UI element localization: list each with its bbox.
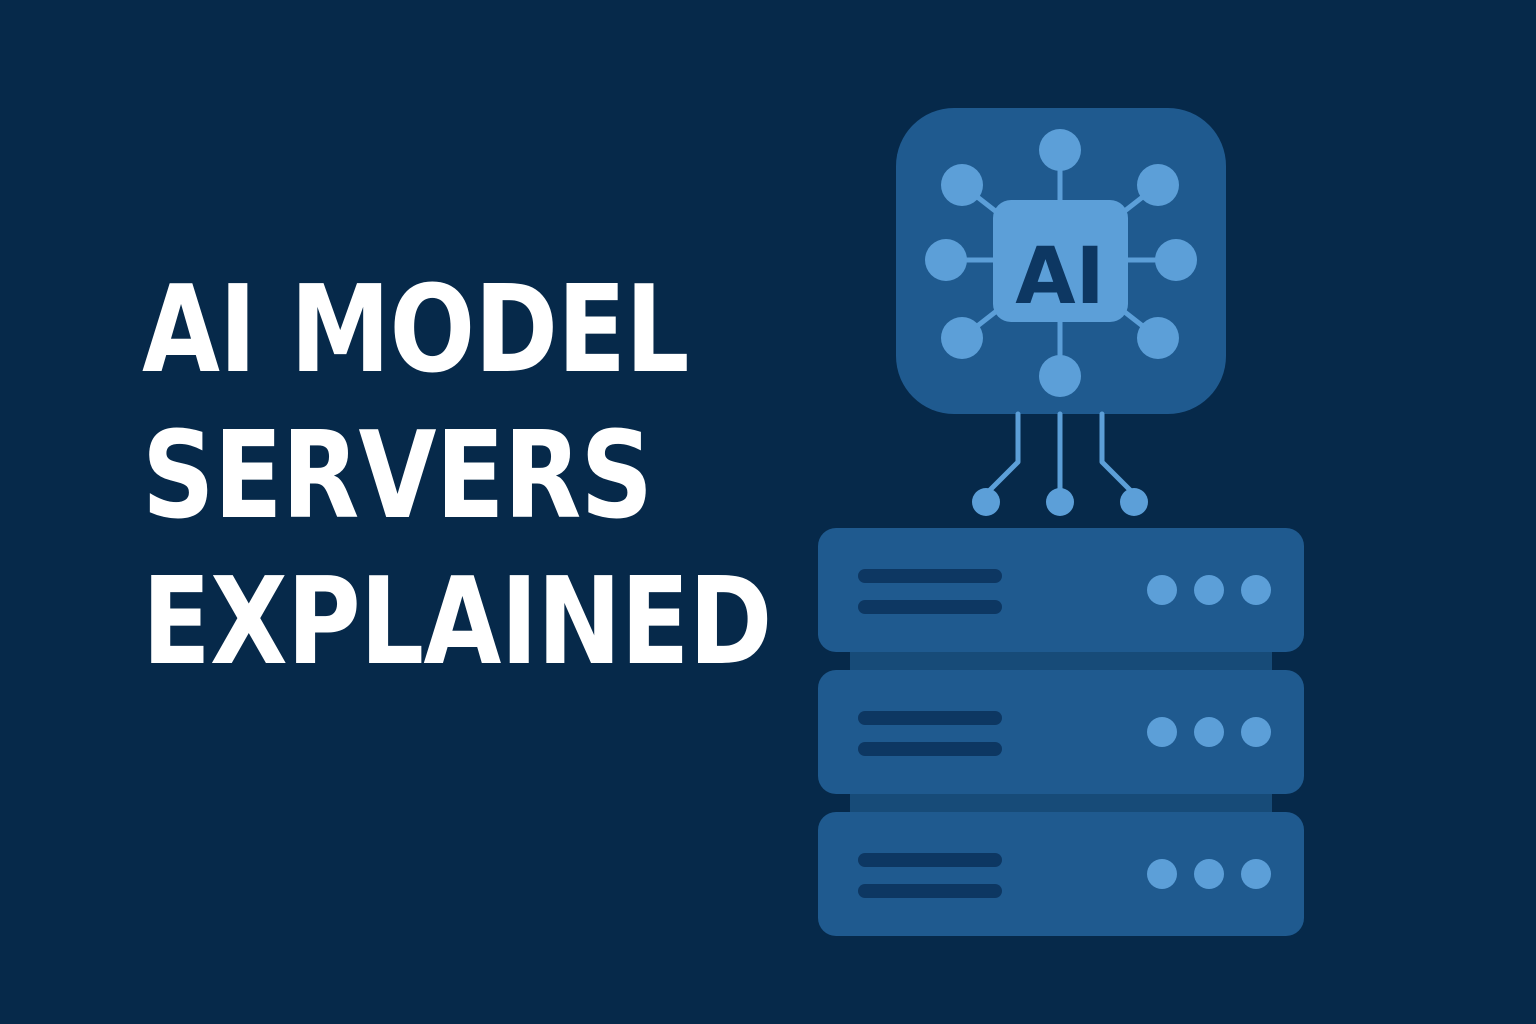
node-icon <box>941 164 983 206</box>
server-unit-1 <box>818 528 1304 652</box>
headline-line-2: SERVERS <box>142 407 653 546</box>
ai-chip-icon: AI <box>896 108 1226 414</box>
node-icon <box>1039 355 1081 397</box>
node-icon <box>1137 317 1179 359</box>
server-unit-3 <box>818 812 1304 936</box>
connector-pins <box>972 488 1148 516</box>
circuit-connectors <box>985 411 1135 495</box>
node-icon <box>1039 129 1081 171</box>
chip-core <box>993 200 1128 322</box>
headline: AI MODEL SERVERS EXPLAINED <box>142 258 772 696</box>
node-icon <box>1155 239 1197 281</box>
server-rack-icon <box>818 528 1304 936</box>
headline-line-3: EXPLAINED <box>142 553 772 692</box>
network-nodes <box>925 129 1197 397</box>
node-icon <box>941 317 983 359</box>
headline-line-1: AI MODEL <box>142 261 689 400</box>
chip-label: AI <box>1015 232 1104 322</box>
node-icon <box>1137 164 1179 206</box>
server-unit-2 <box>818 670 1304 794</box>
node-icon <box>925 239 967 281</box>
